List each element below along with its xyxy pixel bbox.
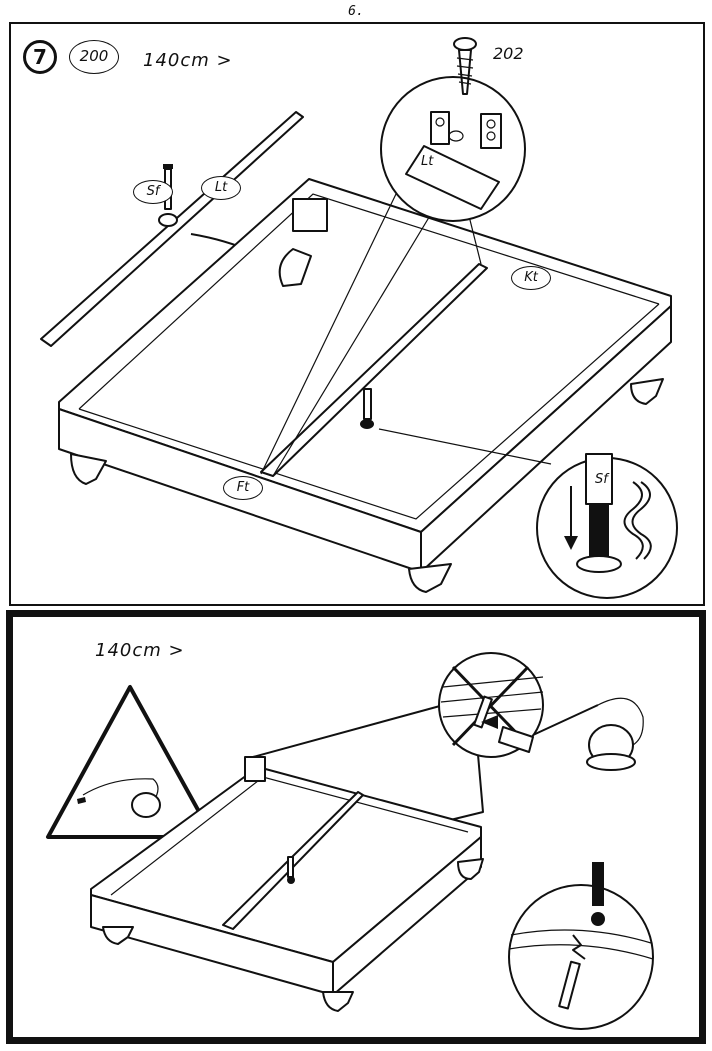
page-number: 6. — [348, 4, 364, 19]
step-number-badge: 7 — [23, 40, 57, 74]
vacuum-warning-panel: 140cm > — [6, 610, 706, 1044]
foot-part-label: Sf — [133, 180, 173, 204]
foot-screw-detail — [378, 428, 678, 599]
rail-detail-label: Lt — [421, 154, 434, 169]
bed-frame-assembly-drawing — [40, 37, 678, 599]
crack-warning-detail — [508, 862, 654, 1030]
bed-with-headboard — [90, 696, 484, 1012]
screw-part-label: 202 — [493, 44, 524, 63]
bed-size-note: 140cm > — [143, 50, 233, 71]
vacuum-cleaner-icon — [481, 697, 644, 771]
screw-icon — [453, 37, 477, 95]
part-quantity-badge: 200 — [69, 40, 119, 74]
frame-part-label: Ft — [223, 476, 263, 500]
side-part-label: Kt — [511, 266, 551, 290]
rail-bracket-detail — [260, 76, 526, 477]
rail-part-label: Lt — [201, 176, 241, 200]
bed-size-note: 140cm > — [95, 640, 185, 661]
warning-triangle-icon — [46, 685, 215, 839]
headboard-vacuum-drawing — [46, 652, 654, 1030]
step-7-panel: 7 200 140cm > — [9, 22, 705, 606]
bed-frame — [58, 178, 672, 593]
foot-detail-label: Sf — [595, 472, 608, 487]
